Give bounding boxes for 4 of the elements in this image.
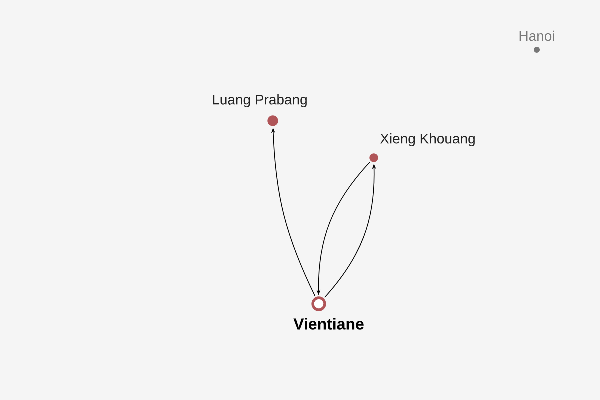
place-label: Xieng Khouang xyxy=(380,133,475,147)
place-label: Vientiane xyxy=(294,318,364,330)
place-label: Hanoi xyxy=(520,30,554,42)
place-label: Luang Prabang xyxy=(213,94,307,108)
